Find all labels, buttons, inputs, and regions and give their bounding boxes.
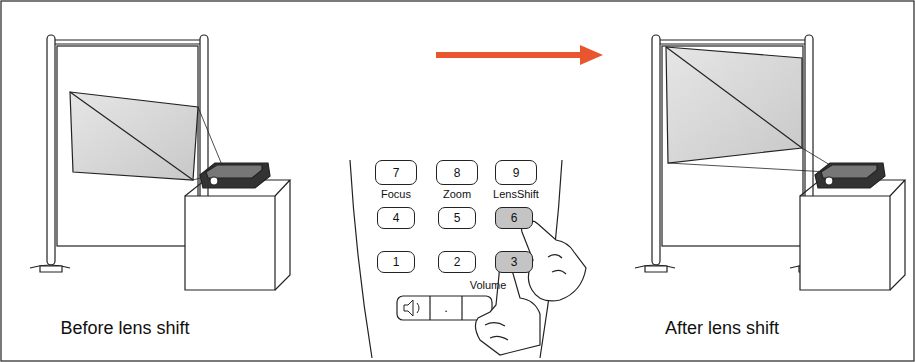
key-label: Volume (470, 279, 507, 291)
button-number: 7 (393, 166, 400, 180)
button-number: 3 (511, 255, 518, 269)
screen-after (635, 35, 905, 290)
remote-button: 2 (438, 251, 476, 273)
button-number: 9 (513, 166, 520, 180)
caption-label: After lens shift (665, 318, 779, 339)
button-number: 5 (454, 211, 461, 225)
button-number: 2 (454, 255, 461, 269)
key-label: Zoom (443, 188, 471, 200)
button-number: 4 (393, 211, 400, 225)
remote-body (350, 160, 562, 358)
remote-button: 7 (375, 160, 417, 185)
screen-before (30, 35, 290, 290)
remote-button: 9 (495, 160, 537, 185)
key-label: LensShift (493, 188, 539, 200)
remote-button: 6 (495, 207, 533, 229)
remote-button: 1 (377, 251, 415, 273)
button-number: 6 (511, 211, 518, 225)
button-number: 8 (454, 166, 461, 180)
remote-button: 4 (377, 207, 415, 229)
remote-button: 8 (436, 160, 478, 185)
button-number: 1 (393, 255, 400, 269)
remote-button: 3 (495, 251, 533, 273)
key-label: . (444, 300, 448, 315)
caption-label: Before lens shift (60, 318, 189, 339)
key-label: Focus (381, 188, 411, 200)
remote-button: 5 (438, 207, 476, 229)
direction-arrow (436, 45, 603, 65)
